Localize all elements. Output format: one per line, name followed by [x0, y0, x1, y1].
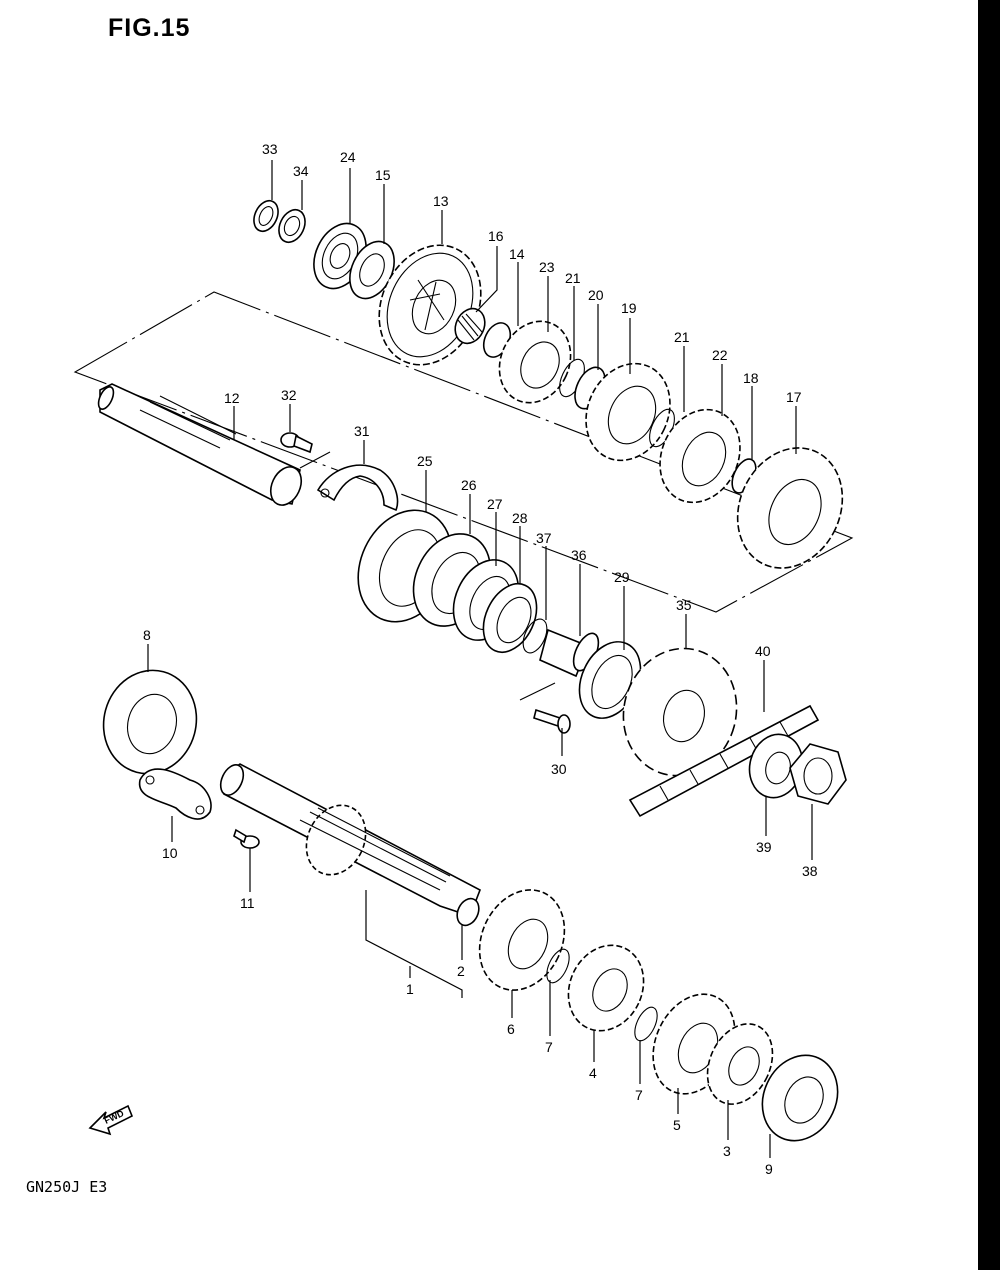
callout-20: 20	[588, 287, 604, 303]
callout-15: 15	[375, 167, 391, 183]
figure-title: FIG.15	[108, 14, 191, 42]
bolt-30	[533, 708, 571, 734]
bearing-8	[102, 669, 198, 775]
leader-lines	[147, 160, 813, 1158]
callout-28: 28	[512, 510, 528, 526]
callout-29: 29	[614, 569, 630, 585]
model-code: GN250J E3	[26, 1178, 108, 1196]
sprocket-35	[622, 647, 738, 777]
callout-35: 35	[676, 597, 692, 613]
callout-39: 39	[756, 839, 772, 855]
bearing-9	[761, 1054, 839, 1142]
callout-38: 38	[802, 863, 818, 879]
callout-21-upper-a: 21	[565, 270, 581, 286]
countershaft-12	[97, 383, 303, 506]
circlip-33	[253, 199, 279, 233]
callout-37: 37	[536, 530, 552, 546]
callout-36: 36	[571, 547, 587, 563]
callout-3: 3	[723, 1143, 731, 1159]
callout-7-b: 7	[635, 1087, 643, 1103]
callout-17: 17	[786, 389, 802, 405]
nut-38	[789, 743, 847, 805]
callout-34: 34	[293, 163, 309, 179]
callout-32: 32	[281, 387, 297, 403]
callout-12: 12	[224, 390, 240, 406]
callout-24: 24	[340, 149, 356, 165]
screw-11	[233, 828, 260, 849]
callout-14: 14	[509, 246, 525, 262]
callout-26: 26	[461, 477, 477, 493]
mainshaft-1	[219, 763, 482, 918]
callout-33: 33	[262, 141, 278, 157]
callout-19: 19	[621, 300, 637, 316]
washer-15	[349, 240, 395, 300]
callout-13: 13	[433, 193, 449, 209]
gear-19	[585, 362, 671, 462]
gear-4	[567, 944, 645, 1032]
callout-21-upper-b: 21	[674, 329, 690, 345]
bolt-32	[280, 432, 313, 454]
callout-22: 22	[712, 347, 728, 363]
callout-4: 4	[589, 1065, 597, 1081]
callout-7-a: 7	[545, 1039, 553, 1055]
scan-edge-strip	[978, 0, 1000, 1270]
callout-labels: 33 34 24 15 13 16 14 23 21 20 19 21 22 1…	[143, 141, 818, 1177]
gear-3	[706, 1023, 774, 1105]
fwd-arrow-icon: FWD	[88, 1104, 134, 1136]
spacer-36	[539, 628, 600, 678]
callout-9: 9	[765, 1161, 773, 1177]
callout-30: 30	[551, 761, 567, 777]
countershaft-group-outline	[73, 291, 854, 613]
callout-31: 31	[354, 423, 370, 439]
callout-25: 25	[417, 453, 433, 469]
gear-23	[498, 320, 572, 404]
callout-6: 6	[507, 1021, 515, 1037]
gear-17	[736, 447, 844, 569]
washer-34	[278, 208, 306, 244]
circlip-7b	[634, 1006, 658, 1042]
needle-bearing-16	[454, 307, 486, 345]
callout-2: 2	[457, 963, 465, 979]
callout-1: 1	[406, 981, 414, 997]
chain-40	[628, 704, 820, 818]
sprocket-group-outline	[299, 451, 556, 701]
gear-6	[478, 889, 566, 991]
callout-40: 40	[755, 643, 771, 659]
o-ring-28	[482, 583, 538, 653]
callout-11: 11	[240, 895, 255, 911]
callout-5: 5	[673, 1117, 681, 1133]
o-ring-37	[522, 618, 548, 654]
retainer-31	[316, 464, 399, 512]
callout-8: 8	[143, 627, 151, 643]
callout-23: 23	[539, 259, 555, 275]
callout-18: 18	[743, 370, 759, 386]
callout-27: 27	[487, 496, 503, 512]
callout-16: 16	[488, 228, 504, 244]
bearing-retainer-10	[138, 768, 212, 820]
callout-10: 10	[162, 845, 178, 861]
